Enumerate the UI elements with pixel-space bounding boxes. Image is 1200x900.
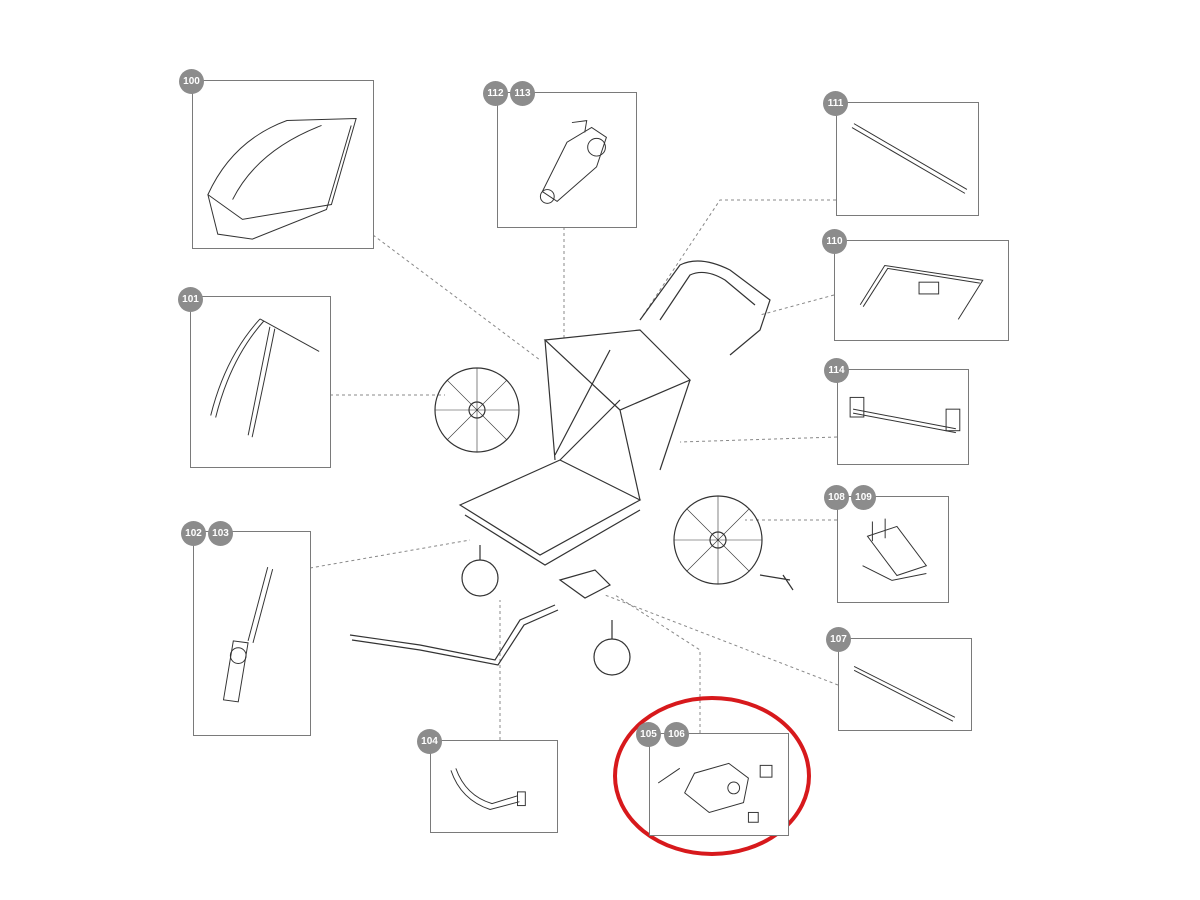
part-badge-102[interactable]: 102 [181, 521, 206, 546]
part-box-110[interactable] [834, 240, 1009, 341]
part-badge-112[interactable]: 112 [483, 81, 508, 106]
part-badge-113[interactable]: 113 [510, 81, 535, 106]
part-badge-104[interactable]: 104 [417, 729, 442, 754]
part-box-112-113[interactable] [497, 92, 637, 228]
part-badge-107[interactable]: 107 [826, 627, 851, 652]
part-box-101[interactable] [190, 296, 331, 468]
part-badge-103[interactable]: 103 [208, 521, 233, 546]
part-box-111[interactable] [836, 102, 979, 216]
axle-rod-drawing [851, 123, 968, 194]
arm-bracket-drawing [222, 567, 274, 703]
part-badge-100[interactable]: 100 [179, 69, 204, 94]
footrest-drawing [450, 768, 526, 811]
part-box-107[interactable] [838, 638, 972, 731]
highlight-ellipse [613, 696, 811, 856]
stroller-frame-drawing [349, 260, 794, 676]
wheel-fork-drawing [657, 762, 773, 823]
part-box-108-109[interactable] [837, 496, 949, 603]
part-box-100[interactable] [192, 80, 374, 249]
part-badge-109[interactable]: 109 [851, 485, 876, 510]
part-badge-108[interactable]: 108 [824, 485, 849, 510]
handlebar-drawing [859, 264, 984, 320]
brake-axle-drawing [849, 396, 961, 434]
part-badge-110[interactable]: 110 [822, 229, 847, 254]
part-box-114[interactable] [837, 369, 969, 465]
handle-joint-drawing [539, 120, 607, 204]
part-badge-111[interactable]: 111 [823, 91, 848, 116]
canopy-frame-drawing [210, 318, 320, 438]
part-badge-106[interactable]: 106 [664, 722, 689, 747]
part-box-102-103[interactable] [193, 531, 311, 736]
rear-axle-drawing [853, 665, 956, 722]
canopy-drawing [207, 118, 357, 240]
part-box-104[interactable] [430, 740, 558, 833]
wheel-mount-drawing [862, 518, 928, 581]
part-badge-114[interactable]: 114 [824, 358, 849, 383]
part-badge-105[interactable]: 105 [636, 722, 661, 747]
part-badge-101[interactable]: 101 [178, 287, 203, 312]
part-box-105-106[interactable] [649, 733, 789, 836]
